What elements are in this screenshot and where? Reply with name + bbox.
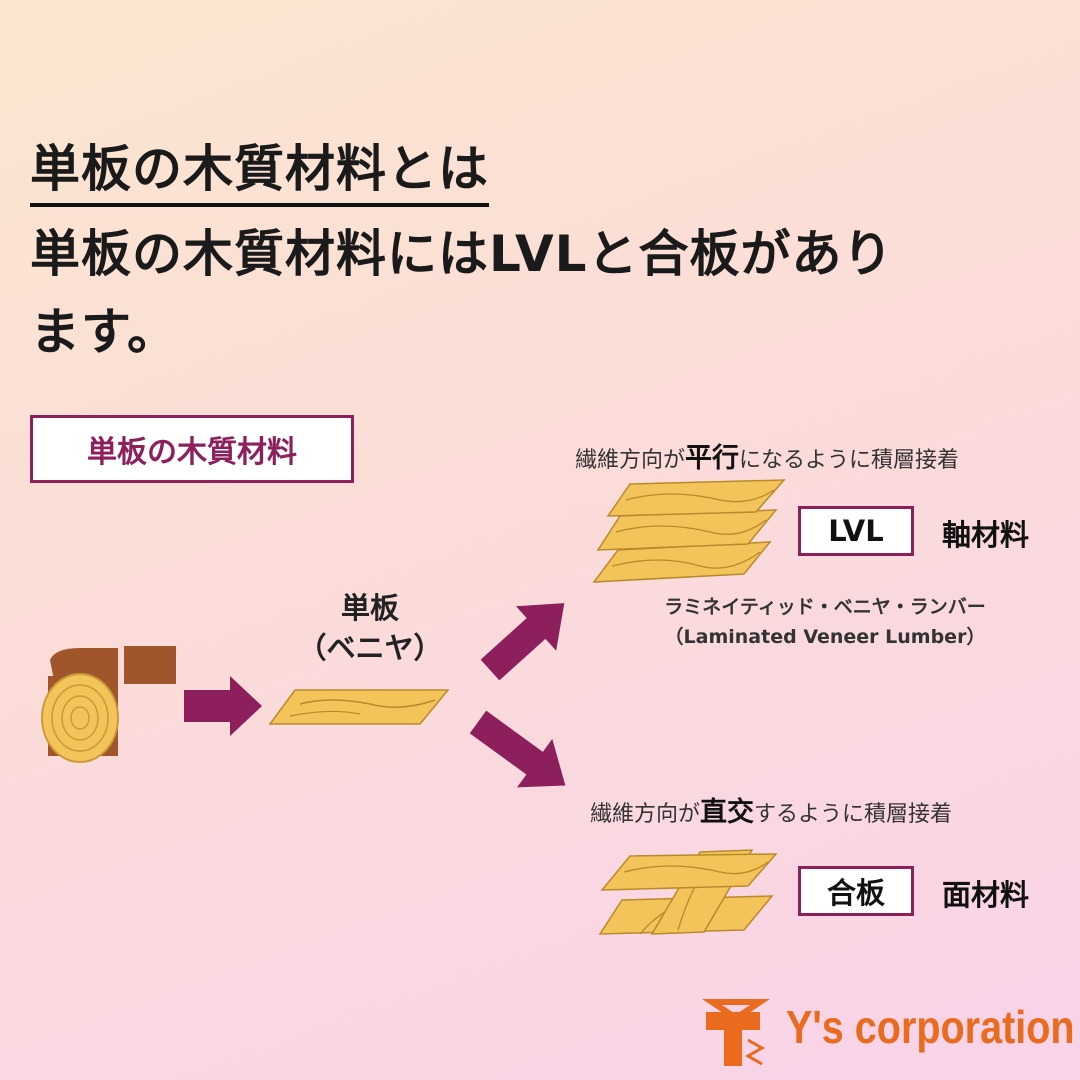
lvl-fullname: ラミネイティッド・ベニヤ・ランバー （Laminated Veneer Lumb… [610,592,1040,652]
arrow-to-plywood [469,710,566,788]
headline-title: 単板の木質材料とは [30,137,489,207]
lvl-lamination-note: 繊維方向が平行になるように積層接着 [575,436,959,475]
veneer-label: 単板 （ベニヤ） [280,588,460,668]
section-label: 単板の木質材料 [87,435,297,470]
log-illustration [41,646,176,763]
headline: 単板の木質材料とは 単板の木質材料にはLVLと合板があり ます。 [30,130,1060,371]
arrow-to-lvl [480,603,565,681]
lvl-tag-label: LVL [828,514,884,548]
section-label-box: 単板の木質材料 [30,415,354,483]
plywood-note-post: するように積層接着 [754,802,953,827]
lvl-tag: LVL [798,506,914,556]
veneer-subtitle: （ベニヤ） [297,631,443,665]
peeled-veneer-strip [124,646,176,684]
veneer-sheet [268,689,450,725]
log-end-rings [41,673,119,763]
headline-line-1: 単板の木質材料にはLVLと合板があり [30,225,894,283]
arrow-to-veneer [184,676,262,736]
lvl-fullname-ja: ラミネイティッド・ベニヤ・ランバー [664,596,986,618]
plywood-lamination-note: 繊維方向が直交するように積層接着 [590,790,952,829]
plywood-note-keyword: 直交 [700,797,755,828]
plywood-tag-label: 合板 [826,876,885,910]
lvl-note-keyword: 平行 [685,443,740,474]
plywood-tag: 合板 [798,866,914,916]
plywood-stack [598,849,778,935]
lvl-type: 軸材料 [942,518,1030,552]
lvl-note-post: になるように積層接着 [739,448,960,473]
brand-name: Y's corporation [786,1001,1075,1053]
veneer-title: 単板 [340,591,399,625]
lvl-fullname-en: （Laminated Veneer Lumber） [664,626,986,648]
lvl-note-pre: 繊維方向が [575,448,686,473]
lvl-stack [592,479,786,583]
headline-line-2: ます。 [30,303,178,361]
brand-logo-icon [702,999,770,1066]
plywood-note-pre: 繊維方向が [590,802,701,827]
plywood-type: 面材料 [942,878,1030,912]
